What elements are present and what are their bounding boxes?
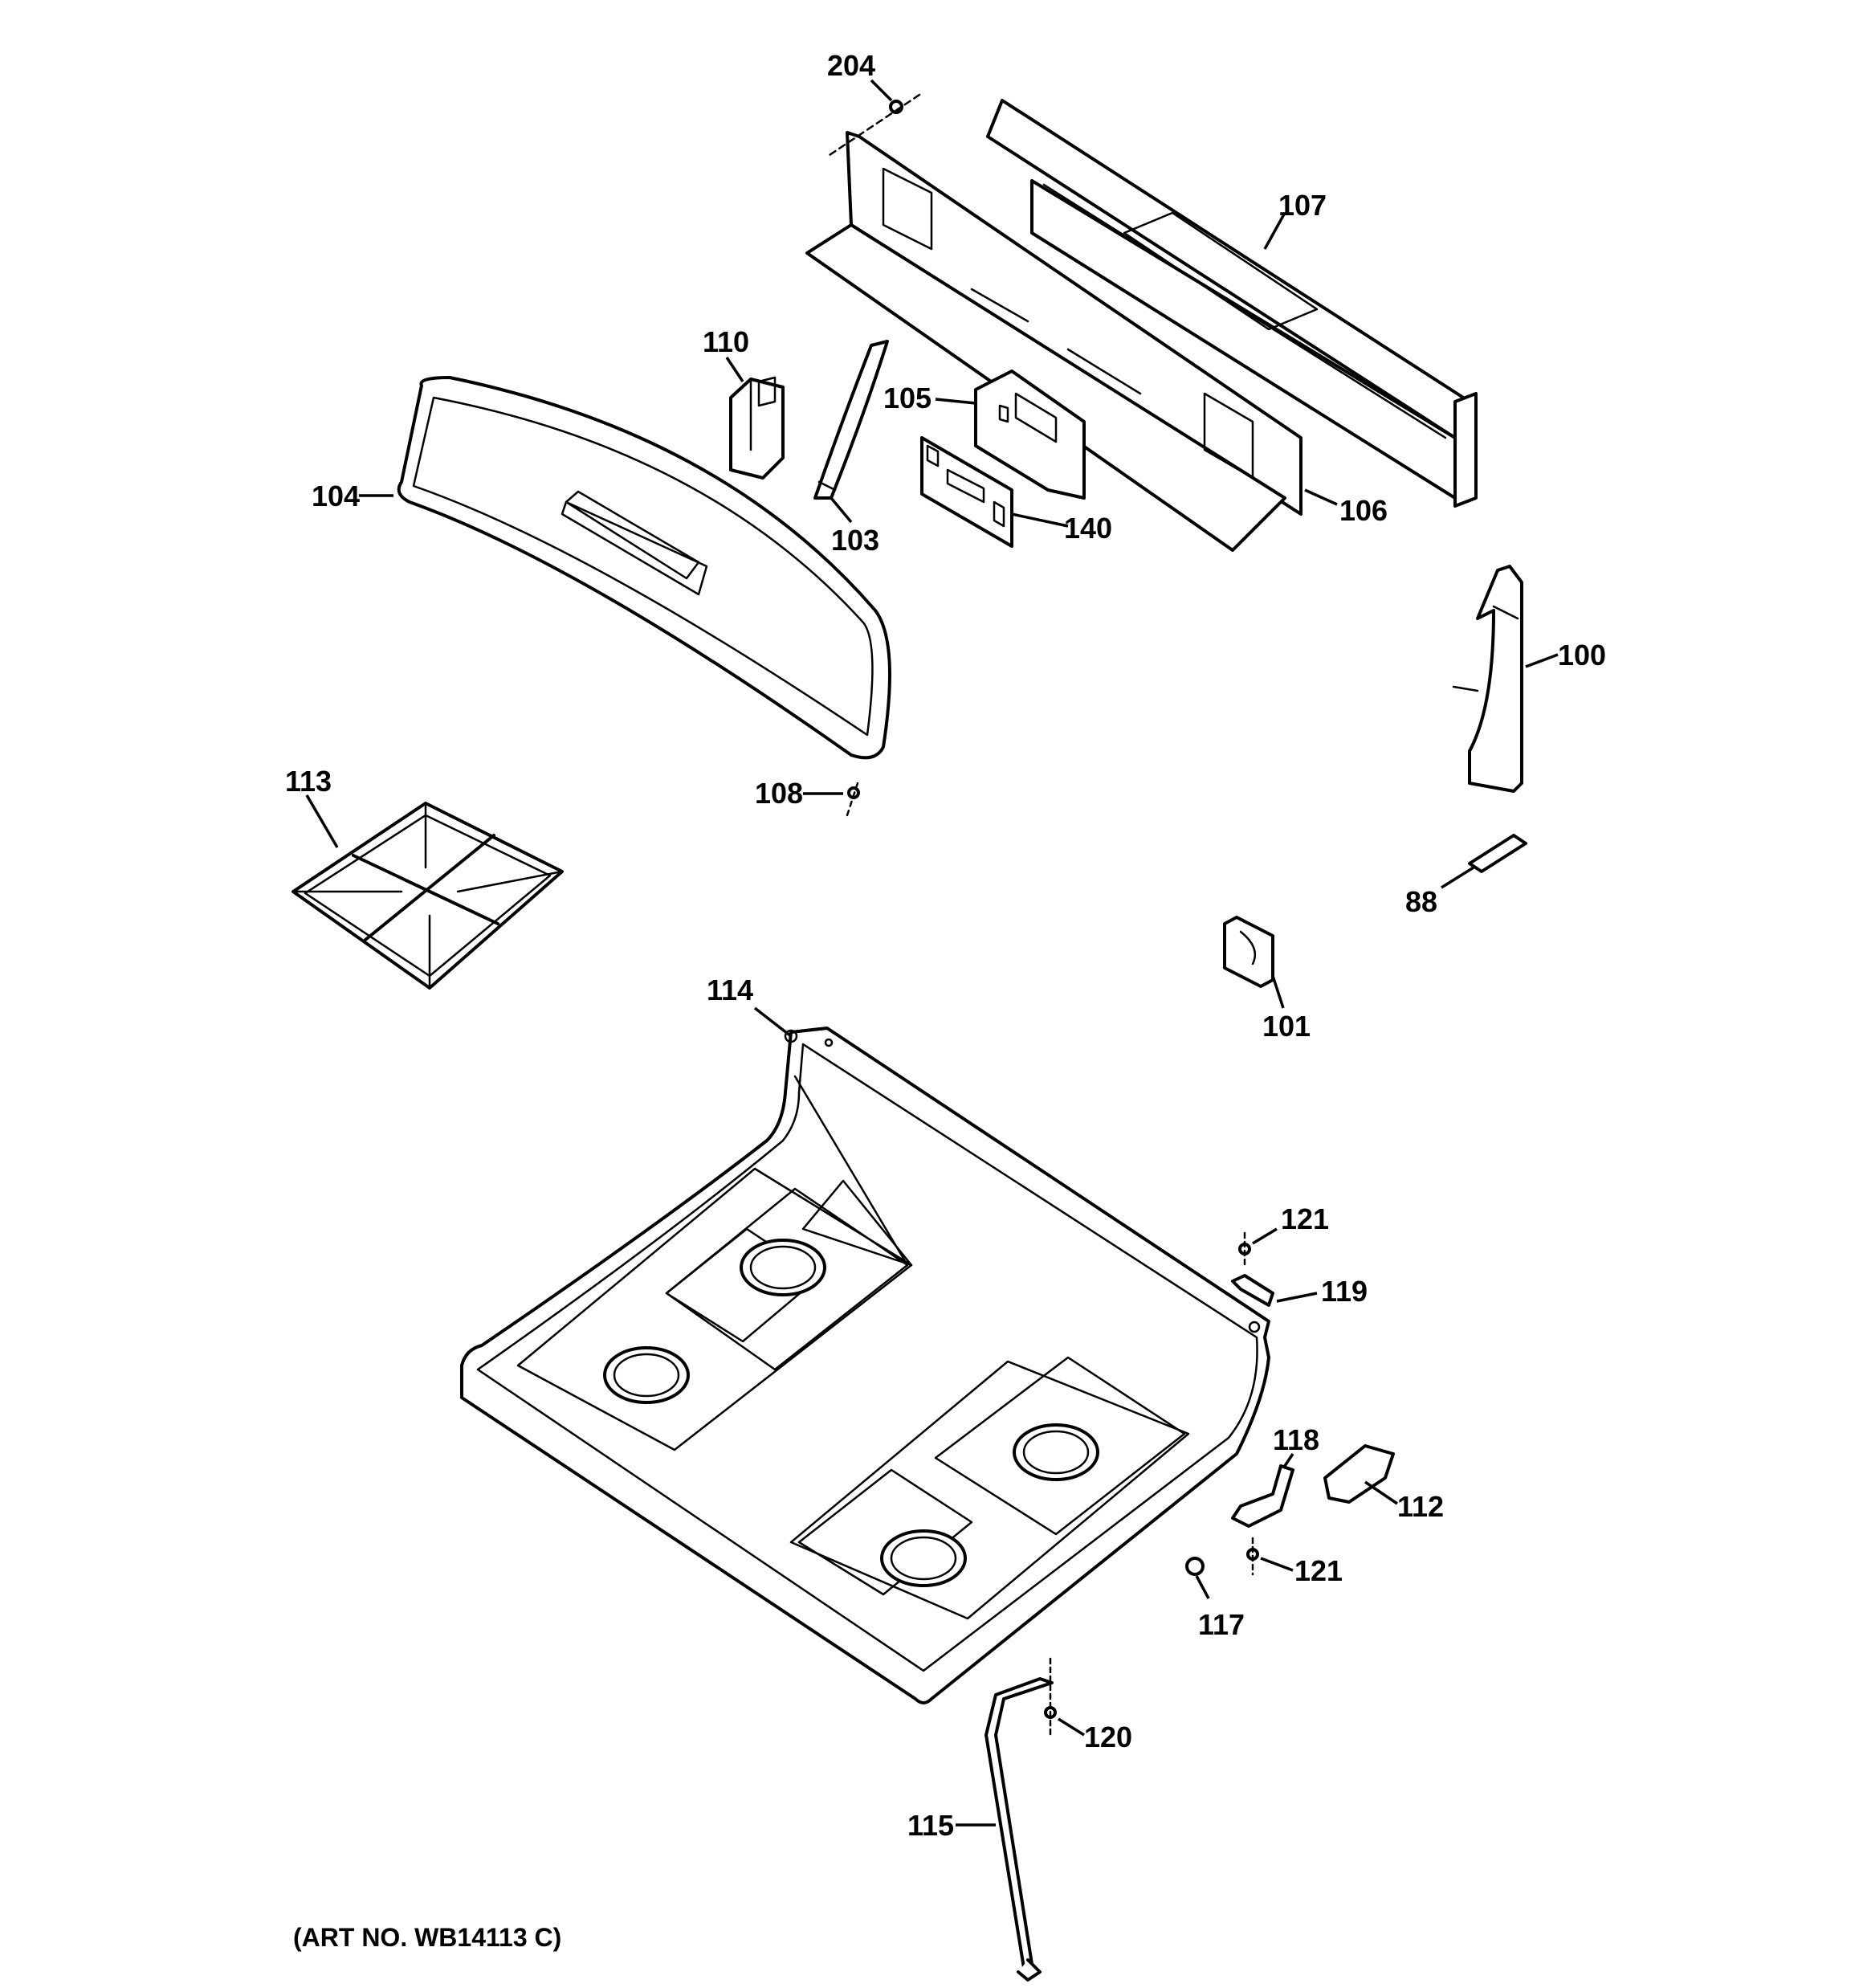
part-118-bracket <box>1231 1464 1294 1528</box>
art-number: (ART NO. WB14113 C) <box>293 1923 561 1952</box>
leader-lines <box>305 79 1559 1827</box>
callout-112: 112 <box>1397 1490 1444 1523</box>
callout-118: 118 <box>1273 1423 1319 1456</box>
part-121-screw-lower <box>1246 1537 1259 1576</box>
callout-103: 103 <box>831 524 879 557</box>
callout-110: 110 <box>703 325 749 358</box>
callout-107: 107 <box>1278 189 1327 222</box>
callout-113: 113 <box>285 765 332 798</box>
part-117-nut <box>1185 1557 1205 1576</box>
part-140-overlay <box>920 436 1013 548</box>
callout-104: 104 <box>312 480 360 512</box>
part-204-screw <box>826 93 921 158</box>
callout-labels: 204 107 110 105 104 103 140 106 100 113 … <box>285 49 1606 1842</box>
part-119-bracket <box>1231 1274 1274 1307</box>
callout-121-lower: 121 <box>1294 1554 1343 1587</box>
callout-120: 120 <box>1084 1721 1132 1753</box>
part-115-rod <box>984 1677 1054 1982</box>
callout-121-upper: 121 <box>1281 1202 1329 1235</box>
part-114-cooktop <box>460 1027 1270 1704</box>
callout-115: 115 <box>907 1809 954 1842</box>
callout-101: 101 <box>1262 1010 1311 1043</box>
callout-204: 204 <box>827 49 875 82</box>
callout-100: 100 <box>1558 639 1606 672</box>
part-113-burner-grate <box>291 802 564 990</box>
callout-88: 88 <box>1405 885 1437 918</box>
callout-140: 140 <box>1064 512 1112 545</box>
part-108-screw <box>846 782 860 817</box>
part-103-bracket <box>813 340 889 500</box>
part-107-rear-cover <box>986 99 1478 508</box>
callout-117: 117 <box>1198 1608 1245 1641</box>
part-120-screw <box>1044 1657 1057 1737</box>
callout-114: 114 <box>707 974 753 1006</box>
part-112-spreader <box>1323 1444 1395 1504</box>
callout-108: 108 <box>755 777 803 810</box>
callout-119: 119 <box>1321 1275 1368 1308</box>
part-110-module <box>729 376 785 480</box>
part-106-panel-frame <box>805 131 1302 552</box>
callout-106: 106 <box>1339 494 1388 527</box>
callout-105: 105 <box>883 382 932 414</box>
part-100-side-trim <box>1452 565 1523 793</box>
part-121-screw-upper <box>1238 1231 1251 1267</box>
part-88-pad <box>1468 834 1527 873</box>
part-105-control-board <box>974 369 1086 500</box>
part-101-bracket <box>1223 916 1274 988</box>
part-104-backsplash <box>397 376 891 760</box>
